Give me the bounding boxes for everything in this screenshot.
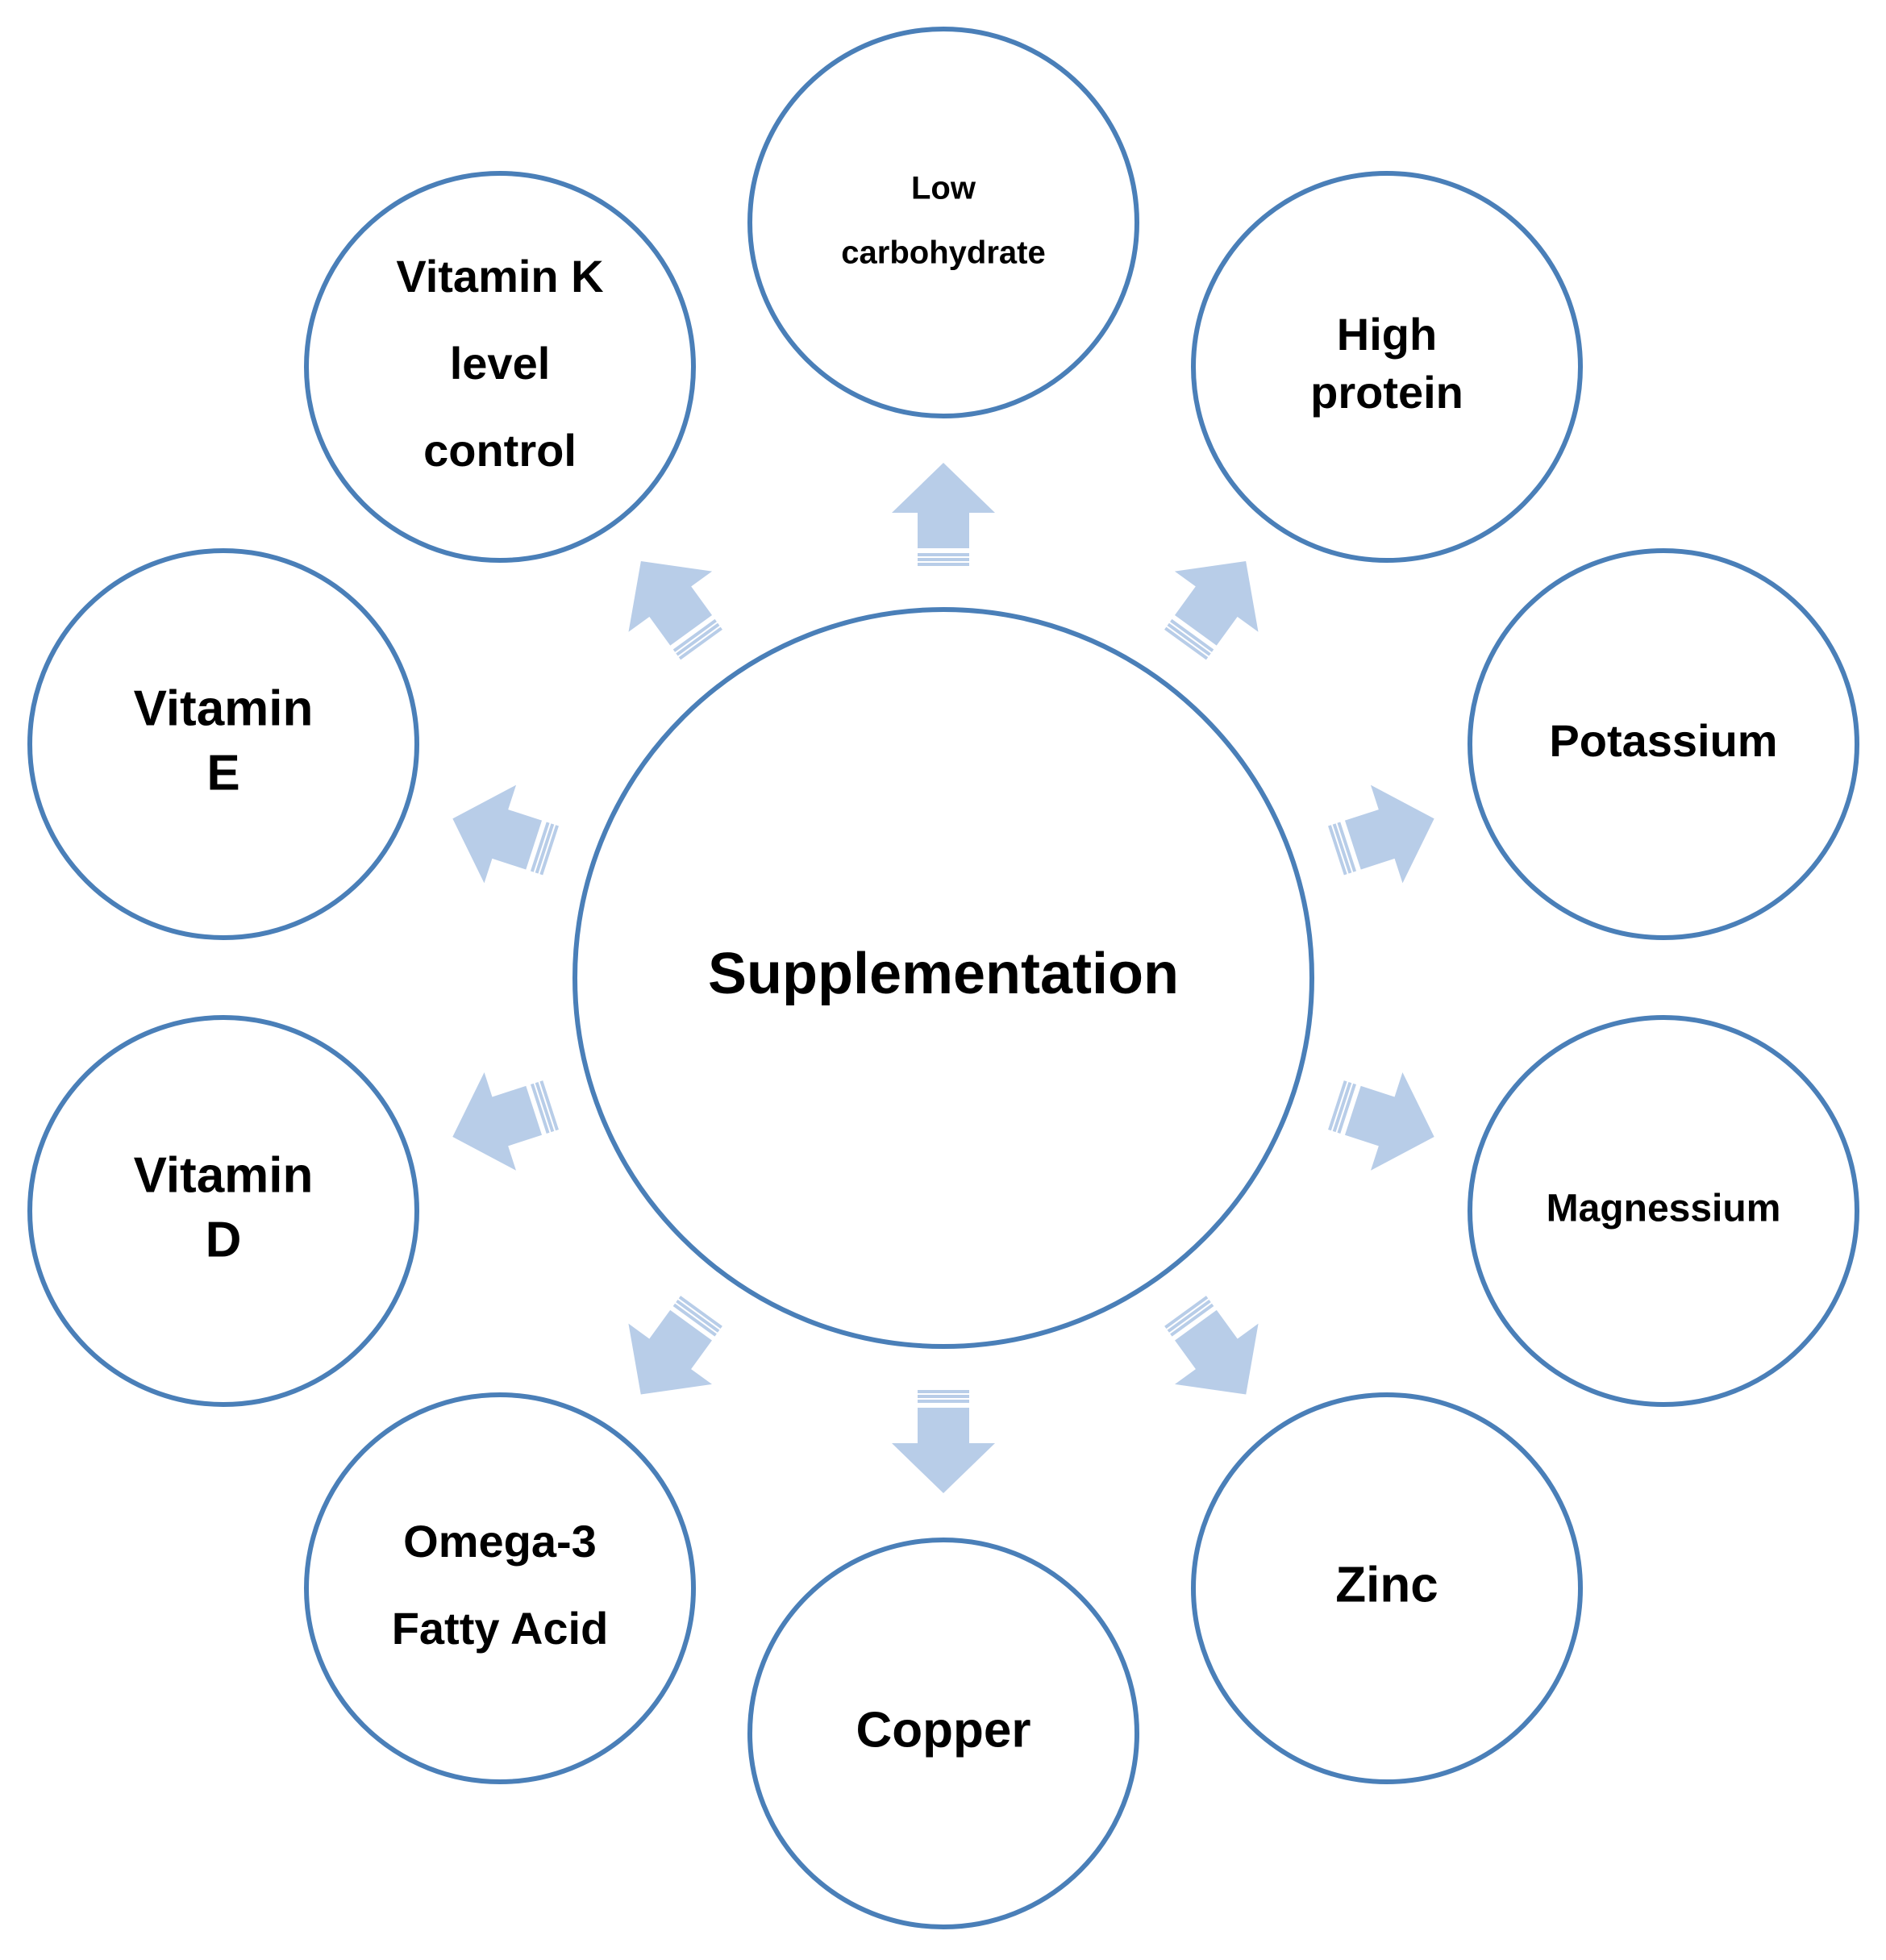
node-circle — [1191, 171, 1583, 563]
node-circle — [27, 548, 419, 940]
arrow-shape — [1344, 1072, 1434, 1171]
node-potassium: Potassium — [1468, 548, 1859, 940]
node-label-line: carbohydrate — [841, 235, 1045, 271]
node-high-protein: High protein — [1191, 171, 1583, 563]
node-label-line: Low — [911, 171, 976, 206]
arrow-tail-stripe — [1328, 1080, 1347, 1131]
node-label-line: Omega-3 — [403, 1516, 597, 1567]
node-label-line: E — [206, 745, 239, 801]
node-label-line: D — [206, 1212, 242, 1267]
arrow-shape — [1174, 561, 1259, 646]
arrow-to-high-protein — [1164, 561, 1259, 660]
node-low-carbohydrate: Low carbohydrate — [747, 27, 1139, 418]
arrow-tail-stripe — [678, 626, 722, 660]
arrow-tail-stripe — [672, 1303, 717, 1337]
node-copper: Copper — [747, 1538, 1139, 1929]
arrow-to-low-carbohydrate — [892, 463, 995, 566]
node-circle — [27, 1015, 419, 1407]
node-circle — [1468, 548, 1859, 940]
arrow-tail-stripe — [676, 1299, 720, 1333]
node-label-line: control — [423, 425, 577, 476]
node-circle — [304, 1392, 696, 1784]
arrow-tail-stripe — [1164, 1296, 1209, 1329]
node-label-line: High — [1337, 309, 1437, 360]
arrow-to-potassium — [1328, 784, 1434, 884]
arrow-shape — [892, 1408, 995, 1493]
arrow-shape — [1175, 1309, 1259, 1395]
arrow-tail-stripe — [1337, 1083, 1356, 1134]
arrow-tail-stripe — [535, 1081, 555, 1133]
arrow-shape — [1344, 784, 1434, 884]
node-label-line: Potassium — [1549, 715, 1777, 766]
arrow-tail-stripe — [676, 622, 720, 656]
node-circle — [1468, 1015, 1859, 1407]
arrow-tail-stripe — [530, 822, 550, 872]
arrow-tail-stripe — [672, 618, 717, 652]
node-label-line: Copper — [856, 1702, 1031, 1758]
arrow-to-vitamin-d — [452, 1072, 559, 1171]
arrow-tail-stripe — [1170, 1303, 1214, 1337]
arrow-tail-stripe — [1328, 825, 1347, 876]
arrow-tail-stripe — [1332, 1081, 1352, 1133]
arrow-shape — [628, 1309, 712, 1395]
arrow-to-vitamin-e — [452, 784, 559, 884]
node-label-line: Fatty Acid — [392, 1603, 609, 1654]
node-label-line: Vitamin K — [396, 251, 603, 302]
arrow-tail-stripe — [531, 1083, 550, 1134]
arrow-tail-stripe — [1167, 622, 1211, 656]
node-label-line: Zinc — [1335, 1557, 1438, 1613]
arrow-shape — [628, 561, 713, 646]
arrow-tail-stripe — [678, 1296, 722, 1329]
node-label-line: level — [450, 338, 551, 389]
arrows-group — [452, 463, 1434, 1493]
node-vitamin-k-level-control: Vitamin K level control — [304, 171, 696, 563]
arrow-tail-stripe — [1167, 1299, 1211, 1333]
arrow-to-vitamin-k-level-control — [628, 561, 722, 660]
arrow-shape — [892, 463, 995, 548]
arrow-shape — [452, 1072, 543, 1171]
arrow-tail-stripe — [1332, 823, 1352, 874]
arrow-tail-stripe — [539, 1080, 559, 1131]
node-circle — [747, 27, 1139, 418]
arrow-tail-stripe — [1337, 822, 1357, 872]
node-zinc: Zinc — [1191, 1392, 1583, 1784]
arrow-to-omega-3-fatty-acid — [628, 1296, 722, 1395]
arrow-tail-stripe — [535, 823, 555, 874]
node-circle — [1191, 1392, 1583, 1784]
node-magnessium: Magnessium — [1468, 1015, 1859, 1407]
arrow-shape — [452, 784, 543, 884]
hub-label: Supplementation — [708, 942, 1179, 1006]
hub: Supplementation — [572, 607, 1314, 1349]
node-circle — [747, 1538, 1139, 1929]
arrow-tail-stripe — [1164, 626, 1209, 660]
arrow-to-magnessium — [1328, 1072, 1434, 1171]
arrow-to-copper — [892, 1390, 995, 1493]
arrow-to-zinc — [1164, 1296, 1259, 1395]
arrow-tail-stripe — [539, 825, 559, 876]
node-label-line: Vitamin — [134, 680, 314, 736]
node-label-line: protein — [1310, 367, 1463, 418]
node-circle — [304, 171, 696, 563]
hub-circle — [572, 607, 1314, 1349]
node-label-line: Vitamin — [134, 1147, 314, 1203]
node-label-line: Magnessium — [1547, 1188, 1781, 1230]
arrow-tail-stripe — [1170, 618, 1214, 652]
